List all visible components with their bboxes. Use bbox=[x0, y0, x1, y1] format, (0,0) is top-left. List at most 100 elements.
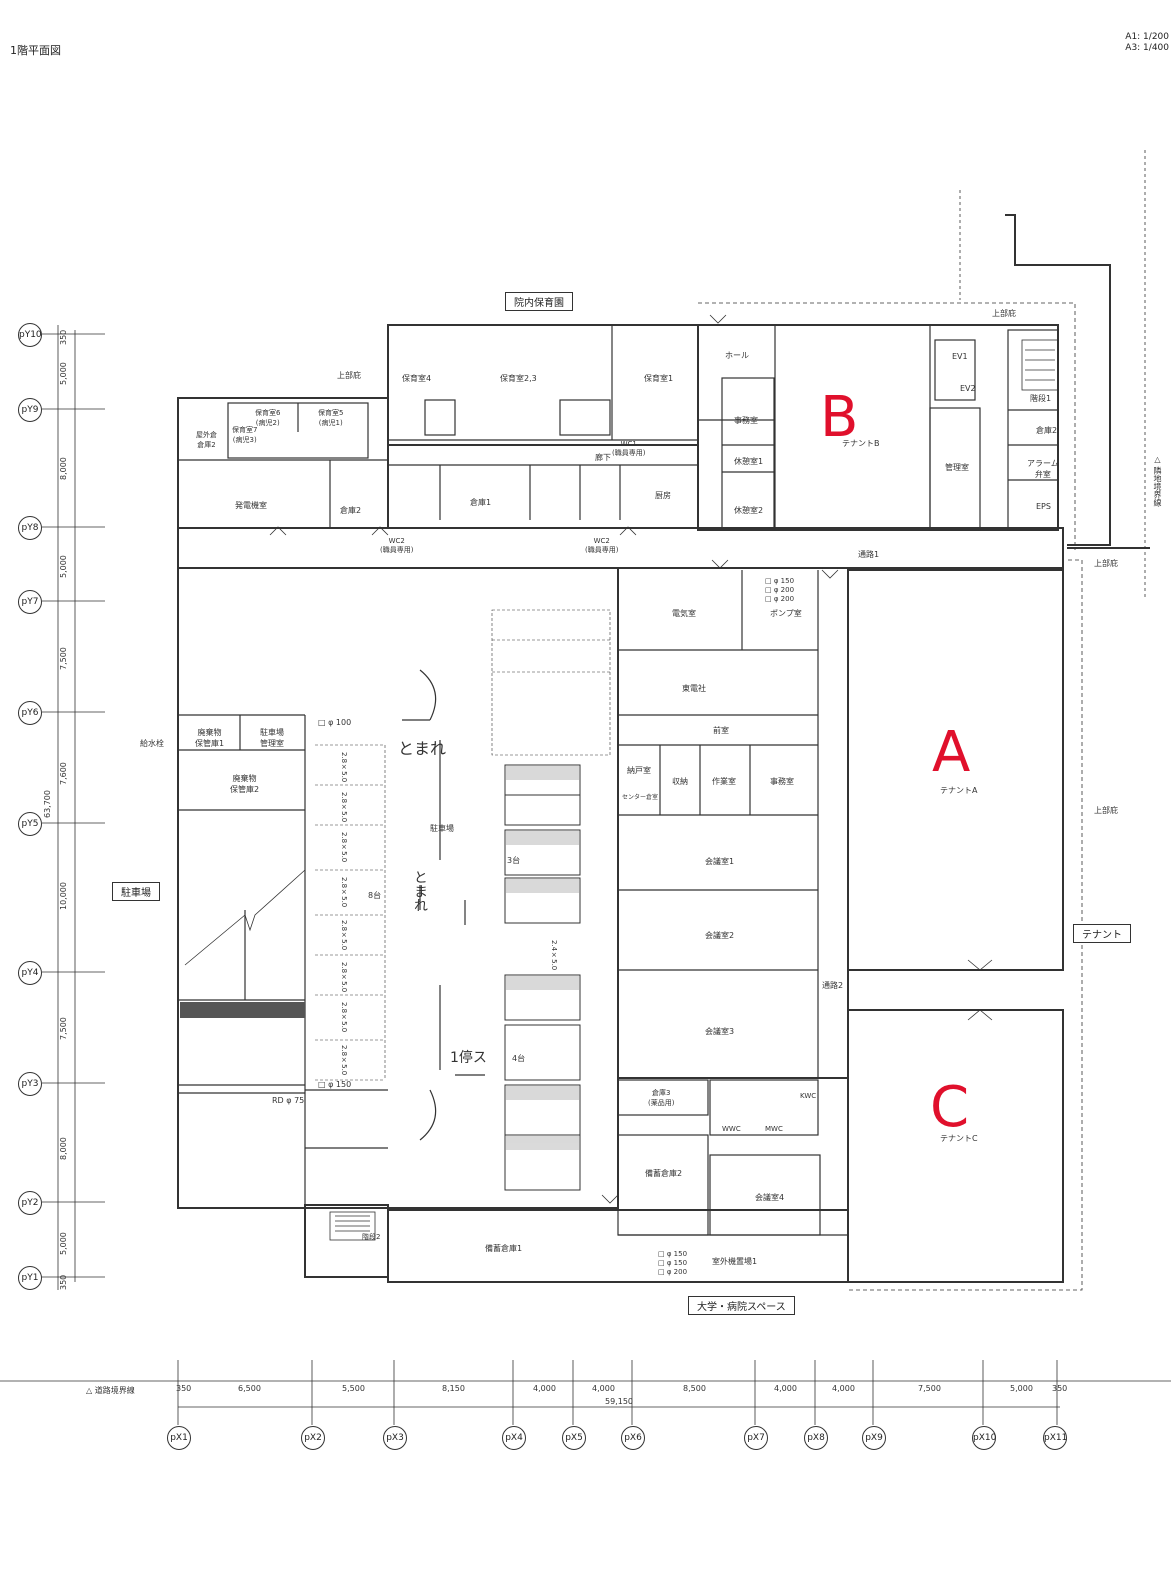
grid-bubble-pX5: pX5 bbox=[562, 1426, 586, 1450]
road-arrows bbox=[402, 669, 485, 1141]
pipe-bottom-150b: □ φ 150 bbox=[658, 1259, 688, 1267]
dim-x-6: 8,500 bbox=[683, 1384, 706, 1393]
room-office: 事務室 bbox=[734, 416, 758, 425]
pipe-pump-150: □ φ 150 bbox=[765, 577, 795, 585]
room-hoiku5: 保育室5 (病児1) bbox=[318, 409, 344, 427]
room-front: 前室 bbox=[713, 726, 729, 735]
grid-bubble-pY5: pY5 bbox=[18, 812, 42, 836]
grid-bubble-pX7: pX7 bbox=[744, 1426, 768, 1450]
dim-x-8: 4,000 bbox=[832, 1384, 855, 1393]
grid-bubble-pX2: pX2 bbox=[301, 1426, 325, 1450]
room-generator: 発電機室 bbox=[235, 501, 267, 510]
tenant-c-label: テナントC bbox=[940, 1134, 978, 1143]
scale-note: A1: 1/200 A3: 1/400 bbox=[1125, 32, 1169, 54]
room-meeting2: 会議室2 bbox=[705, 931, 735, 940]
room-ev2: EV2 bbox=[960, 384, 976, 393]
hatched-band bbox=[180, 1002, 305, 1018]
room-hoiku6: 保育室6 (病児2) bbox=[255, 409, 281, 427]
dim-y-7500-b: 7,500 bbox=[59, 1017, 68, 1040]
dim-y-7600: 7,600 bbox=[59, 762, 68, 785]
room-rest2: 休憩室2 bbox=[734, 506, 764, 515]
grid-bubble-pX10: pX10 bbox=[972, 1426, 996, 1450]
dim-y-350-bottom: 350 bbox=[59, 1274, 68, 1290]
pipe-pump-200a: □ φ 200 bbox=[765, 586, 795, 594]
marking-stop-vertical: とまれ bbox=[412, 870, 428, 912]
drawing-title: 1階平面図 bbox=[10, 44, 61, 57]
grid-bubble-pY10: pY10 bbox=[18, 323, 42, 347]
stall-size-6: 2.8×5.0 bbox=[340, 962, 348, 993]
stall-size-3: 2.8×5.0 bbox=[340, 832, 348, 863]
zone-c-letter: C bbox=[930, 1075, 970, 1140]
pipe-bottom-200: □ φ 200 bbox=[658, 1268, 688, 1276]
grid-x-lines bbox=[0, 1360, 1171, 1425]
grid-bubble-pY6: pY6 bbox=[18, 701, 42, 725]
grid-bubble-pY7: pY7 bbox=[18, 590, 42, 614]
grid-bubble-pX9: pX9 bbox=[862, 1426, 886, 1450]
room-kwc: KWC bbox=[800, 1092, 817, 1100]
grid-bubble-pX8: pX8 bbox=[804, 1426, 828, 1450]
zone-a-letter: A bbox=[932, 720, 971, 785]
drain-150: □ φ 150 bbox=[318, 1080, 352, 1089]
label-road-boundary: △ 道路境界線 bbox=[86, 1386, 135, 1395]
label-university: 大学・病院スペース bbox=[688, 1296, 795, 1315]
parking-count-3: 3台 bbox=[507, 856, 521, 865]
dim-y-5000-a: 5,000 bbox=[59, 362, 68, 385]
room-ev1: EV1 bbox=[952, 352, 968, 361]
dim-x-2: 5,500 bbox=[342, 1384, 365, 1393]
canopy-outline bbox=[698, 302, 1083, 1291]
room-store3: 倉庫3 (薬品用) bbox=[648, 1089, 675, 1107]
room-storage: 納戸室 bbox=[627, 766, 651, 775]
tenant-b-label: テナントB bbox=[842, 439, 880, 448]
grid-bubble-pX6: pX6 bbox=[621, 1426, 645, 1450]
dim-y-8000-a: 8,000 bbox=[59, 457, 68, 480]
room-wc1: WC1 (職員専用) bbox=[612, 440, 646, 457]
dim-y-350-top: 350 bbox=[59, 329, 68, 345]
room-equipment1: 備蓄倉庫1 bbox=[485, 1244, 523, 1253]
marking-stop: とまれ bbox=[398, 739, 447, 758]
stall-size-8: 2.8×5.0 bbox=[340, 1045, 348, 1076]
dim-x-0: 350 bbox=[176, 1384, 192, 1393]
dim-x-7: 4,000 bbox=[774, 1384, 797, 1393]
room-waste1: 廃棄物 保管庫1 bbox=[195, 728, 225, 748]
stairs-1 bbox=[1021, 339, 1059, 391]
room-store-r2: 倉庫2 bbox=[1036, 426, 1058, 435]
tenant-a-label: テナントA bbox=[940, 786, 978, 795]
room-meeting3: 会議室3 bbox=[705, 1027, 735, 1036]
dim-x-total: 59,150 bbox=[605, 1397, 633, 1406]
room-center-store: センター倉室 bbox=[622, 794, 659, 801]
room-stairs1: 階段1 bbox=[1030, 394, 1052, 403]
grid-bubble-pX4: pX4 bbox=[502, 1426, 526, 1450]
room-hoiku7: 保育室7 (病児3) bbox=[232, 426, 258, 444]
room-hoiku23: 保育室2,3 bbox=[500, 374, 537, 383]
grid-bubble-pX1: pX1 bbox=[167, 1426, 191, 1450]
room-wc3: WC2 (職員専用) bbox=[380, 537, 414, 554]
label-roof-right: 上部庇 bbox=[1094, 559, 1118, 568]
dim-y-8000-b: 8,000 bbox=[59, 1137, 68, 1160]
parking-count-4: 4台 bbox=[512, 1054, 526, 1063]
room-eps: EPS bbox=[1036, 502, 1051, 511]
accessible-stalls bbox=[504, 764, 581, 1191]
grid-bubble-pY2: pY2 bbox=[18, 1191, 42, 1215]
marking-slow: 1停ス bbox=[450, 1050, 487, 1066]
room-stairs2: 階段2 bbox=[362, 1233, 381, 1241]
dim-x-9: 7,500 bbox=[918, 1384, 941, 1393]
dim-x-5: 4,000 bbox=[592, 1384, 615, 1393]
label-roof-mid: 上部庇 bbox=[1094, 806, 1118, 815]
accessible-hatch bbox=[506, 766, 579, 1150]
room-outdoor-equip: 室外機置場1 bbox=[712, 1257, 758, 1266]
label-adjacent-boundary: △ 隣地境界線 bbox=[1153, 455, 1162, 507]
dim-x-11: 350 bbox=[1052, 1384, 1068, 1393]
room-store2: 倉庫2 bbox=[340, 506, 362, 515]
zone-b-letter: B bbox=[820, 385, 859, 450]
parking-stalls-left bbox=[315, 744, 386, 1081]
drain-100: □ φ 100 bbox=[318, 718, 352, 727]
dim-x-3: 8,150 bbox=[442, 1384, 465, 1393]
dim-y-5000-c: 5,000 bbox=[59, 1232, 68, 1255]
dim-y-7500-a: 7,500 bbox=[59, 647, 68, 670]
room-hoiku1: 保育室1 bbox=[644, 374, 674, 383]
room-east-co: 東電社 bbox=[682, 684, 706, 693]
grid-bubble-pY4: pY4 bbox=[18, 961, 42, 985]
room-shuno: 収納 bbox=[672, 777, 688, 786]
room-outdoor-store: 屋外倉 倉庫2 bbox=[196, 431, 217, 449]
